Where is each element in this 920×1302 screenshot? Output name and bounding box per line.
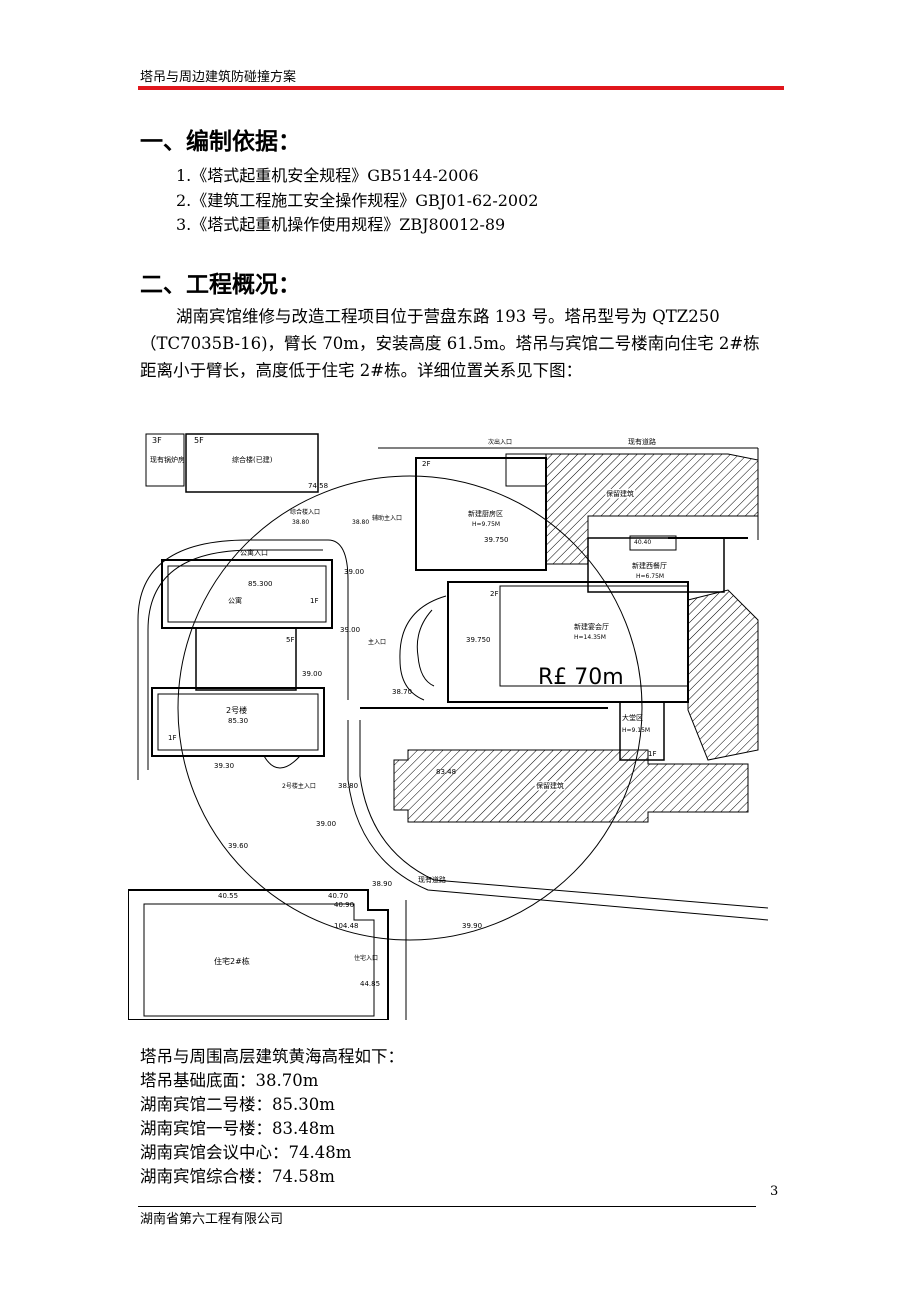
residential-label: 住宅2#栋 (214, 956, 250, 966)
elevation-label: 38.70 (392, 688, 412, 696)
elevation-label: 39.00 (344, 568, 364, 576)
elevation-label: 40.55 (218, 892, 238, 900)
elevation-label: 83.48 (436, 768, 456, 776)
elevation-label: 40.40 (634, 539, 651, 546)
section2-heading: 二、工程概况： (140, 272, 301, 298)
banquet-label: 新建宴会厅 (574, 622, 609, 631)
floor-label: 2F (490, 590, 498, 598)
crane-radius-circle (177, 475, 643, 941)
gongyu-building (161, 559, 333, 629)
paragraph-line: 湖南宾馆维修与改造工程项目位于营盘东路 193 号。塔吊型号为 QTZ250 (176, 307, 720, 326)
floor-label: 1F (648, 750, 656, 758)
road-label: 现有道路 (628, 437, 656, 446)
retained-building (545, 453, 759, 565)
west-restaurant (587, 537, 725, 593)
boiler-label: 现有锅炉房 (150, 455, 185, 464)
elevation-item: 湖南宾馆综合楼：74.58m (140, 1167, 335, 1186)
elevation-item: 湖南宾馆二号楼：85.30m (140, 1095, 335, 1114)
floor-label: 2F (422, 460, 430, 468)
kitchen-label: 新建厨房区 (468, 509, 503, 518)
elevation-label: 39.750 (466, 636, 491, 644)
elevation-label: 74.58 (308, 482, 328, 490)
elevation-label: 85.30 (228, 717, 248, 725)
banquet-height: H=14.35M (574, 634, 606, 641)
entry-label: 住宅入口 (354, 954, 378, 962)
gongyu-label: 公寓 (228, 596, 242, 605)
reference-item: 1.《塔式起重机安全规程》GB5144-2006 (176, 166, 479, 185)
elevation-label: 44.85 (360, 980, 380, 988)
floor-label: 3F (152, 436, 162, 445)
radius-label: R£ 70m (538, 665, 624, 690)
elevation-label: 39.30 (214, 762, 234, 770)
page-number: 3 (770, 1184, 779, 1199)
lobby-label: 大堂区 (622, 713, 643, 722)
elevation-label: 38.90 (372, 880, 392, 888)
boiler-building (145, 433, 185, 487)
south-retained-building (393, 749, 749, 823)
paragraph-line: 距离小于臂长，高度低于住宅 2#栋。详细位置关系见下图： (140, 361, 583, 380)
reference-item: 2.《建筑工程施工安全操作规程》GBJ01-62-2002 (176, 191, 539, 210)
header-title: 塔吊与周边建筑防碰撞方案 (140, 70, 297, 85)
retained-label: 保留建筑 (606, 489, 634, 498)
elevation-label: 39.750 (484, 536, 509, 544)
footer-company: 湖南省第六工程有限公司 (140, 1212, 284, 1227)
zonghe-building (185, 433, 319, 493)
elevation-label: 39.60 (228, 842, 248, 850)
entry-label: 主入口 (368, 638, 386, 646)
entry-label: 辅助主入口 (372, 514, 402, 522)
elevation-label: 104.48 (334, 922, 359, 930)
header-rule (138, 86, 784, 90)
kitchen-height: H=9.75M (472, 521, 500, 528)
section1-heading: 一、编制依据： (140, 129, 301, 155)
floor-label: 1F (310, 597, 318, 605)
elevation-item: 湖南宾馆一号楼：83.48m (140, 1119, 335, 1138)
zonghe-label: 综合楼(已建) (232, 455, 273, 464)
residential-building-2 (128, 889, 389, 1020)
site-plan-drawing: 3F 5F 现有锅炉房 综合楼(已建) 公寓入口 公寓 85.300 1F 5F… (128, 433, 769, 1020)
elevation-label: 38.80 (338, 782, 358, 790)
elevation-label: 39.00 (316, 820, 336, 828)
retained-label: 保留建筑 (536, 781, 564, 790)
paragraph-line: （TC7035B-16)，臂长 70m，安装高度 61.5m。塔吊与宾馆二号楼南… (140, 334, 760, 353)
elevation-intro: 塔吊与周围高层建筑黄海高程如下： (140, 1047, 404, 1066)
elevation-label: 38.80 (292, 519, 309, 526)
building-2 (151, 687, 325, 757)
reference-item: 3.《塔式起重机操作使用规程》ZBJ80012-89 (176, 215, 506, 234)
elevation-item: 塔吊基础底面：38.70m (140, 1071, 319, 1090)
floor-label: 1F (168, 734, 176, 742)
elevation-label: 39.00 (340, 626, 360, 634)
overview-paragraph: 湖南宾馆维修与改造工程项目位于营盘东路 193 号。塔吊型号为 QTZ250 （… (140, 303, 780, 384)
elevation-label: 39.00 (302, 670, 322, 678)
floor-label: 5F (286, 636, 294, 644)
entry-label: 2号楼主入口 (282, 782, 316, 790)
entry-label: 综合楼入口 (290, 508, 320, 516)
elevation-label: 39.90 (462, 922, 482, 930)
gongyu-entry-label: 公寓入口 (240, 548, 268, 557)
elevation-label: 40.70 (328, 892, 348, 900)
elevation-label: 40.90 (334, 901, 354, 909)
restaurant-height: H=6.75M (636, 573, 664, 580)
elevation-label: 38.80 (352, 519, 369, 526)
lobby-height: H=9.15M (622, 727, 650, 734)
entry-label: 次出入口 (488, 438, 512, 446)
footer-rule (138, 1206, 756, 1207)
restaurant-label: 新建西餐厅 (632, 561, 667, 570)
building2-label: 2号楼 (226, 705, 247, 715)
elevation-label: 85.300 (248, 580, 273, 588)
floor-label: 5F (194, 436, 204, 445)
elevation-item: 湖南宾馆会议中心：74.48m (140, 1143, 352, 1162)
